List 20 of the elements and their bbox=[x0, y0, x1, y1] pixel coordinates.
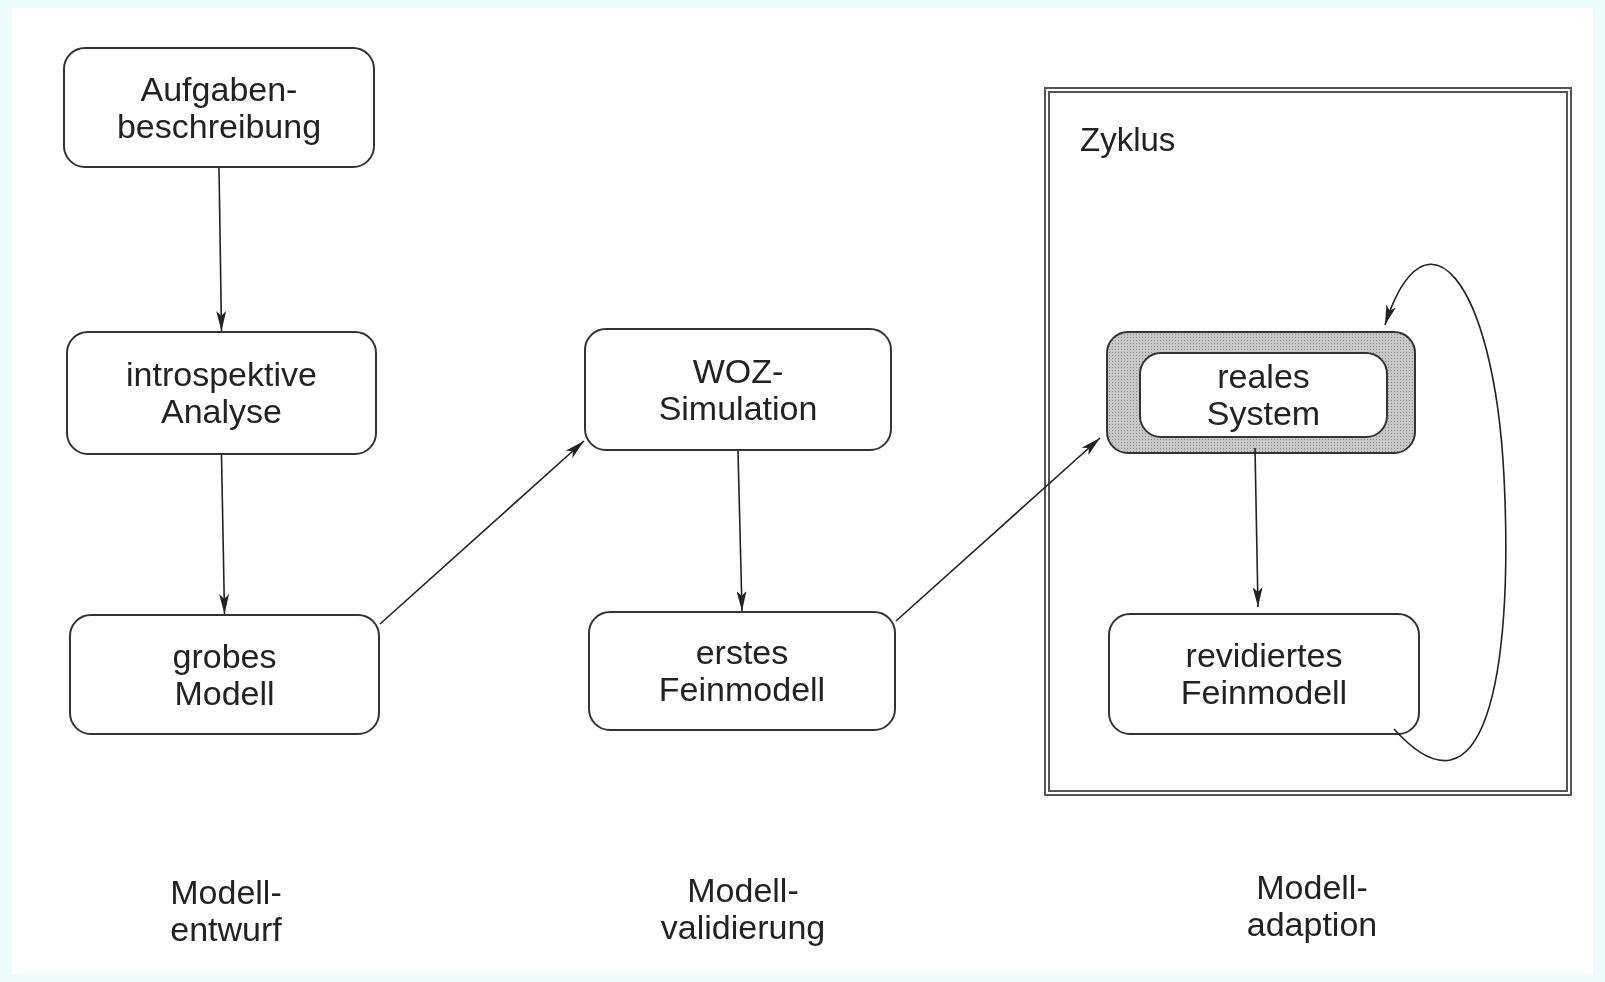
arrow bbox=[219, 454, 230, 615]
arrow bbox=[216, 167, 227, 332]
phase-label: Modell- adaption bbox=[1246, 869, 1378, 943]
process-box: grobes Modell bbox=[69, 614, 380, 735]
process-box: introspektive Analyse bbox=[66, 331, 377, 455]
process-box: revidiertes Feinmodell bbox=[1108, 613, 1420, 735]
process-box: WOZ- Simulation bbox=[584, 328, 892, 451]
phase-label: Modell- validierung bbox=[660, 872, 826, 946]
shaded-box bbox=[1106, 331, 1416, 454]
process-box: erstes Feinmodell bbox=[588, 611, 896, 731]
process-box: Aufgaben- beschreibung bbox=[63, 47, 375, 168]
phase-label: Modell- entwurf bbox=[170, 874, 282, 948]
frame bbox=[1044, 87, 1572, 796]
arrow bbox=[1384, 263, 1507, 761]
process-box: reales System bbox=[1139, 352, 1388, 438]
arrow bbox=[736, 450, 747, 612]
arrow bbox=[1252, 447, 1263, 608]
arrow bbox=[895, 437, 1101, 622]
arrow bbox=[379, 440, 585, 625]
frame-title: Zyklus bbox=[1080, 120, 1176, 160]
